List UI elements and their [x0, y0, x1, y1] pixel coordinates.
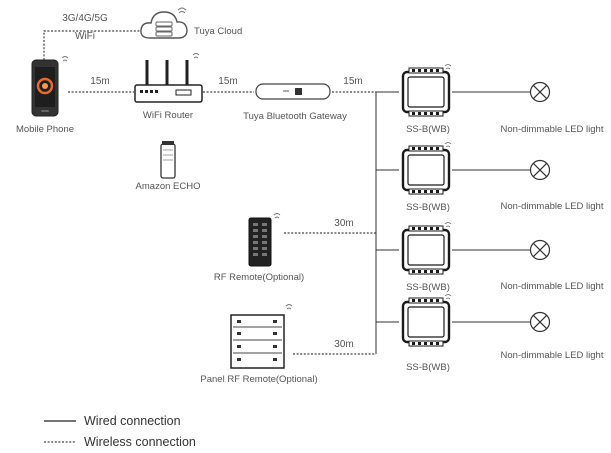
router-label: WiFi Router: [143, 110, 193, 121]
gateway-label: Tuya Bluetooth Gateway: [243, 111, 347, 122]
light-label: Non-dimmable LED light: [501, 124, 604, 135]
distance-gateway-controllers: 15m: [343, 76, 362, 87]
legend: Wired connection Wireless connection: [44, 414, 196, 449]
distance-phone-router: 15m: [90, 76, 109, 87]
distance-router-gateway: 15m: [218, 76, 237, 87]
controller-module: [401, 293, 453, 348]
led-light-icon: [529, 159, 551, 181]
distance-rf-remote: 30m: [334, 218, 353, 229]
panel-rf-remote-icon: [230, 304, 293, 369]
rf-remote-icon: [248, 213, 281, 267]
panel-remote-label: Panel RF Remote(Optional): [200, 374, 317, 385]
controller-module: [401, 141, 453, 196]
echo-label: Amazon ECHO: [136, 181, 201, 192]
controller-label: SS-B(WB): [406, 362, 450, 373]
controller-label: SS-B(WB): [406, 202, 450, 213]
controller-module: [401, 63, 453, 118]
light-label: Non-dimmable LED light: [501, 350, 604, 361]
wifi-router-icon: [134, 53, 203, 103]
wired-links: [375, 91, 530, 354]
distance-panel-remote: 30m: [334, 339, 353, 350]
amazon-echo-icon: [160, 141, 176, 179]
wireless-links: [43, 30, 376, 355]
controller-module: [401, 221, 453, 276]
legend-wired-label: Wired connection: [84, 414, 181, 428]
led-light-icon: [529, 239, 551, 261]
bluetooth-gateway-icon: [255, 83, 331, 100]
legend-wireless-label: Wireless connection: [84, 435, 196, 449]
controller-label: SS-B(WB): [406, 124, 450, 135]
light-label: Non-dimmable LED light: [501, 281, 604, 292]
cloud-label: Tuya Cloud: [194, 26, 242, 37]
phone-label: Mobile Phone: [16, 124, 74, 135]
led-light-icon: [529, 81, 551, 103]
led-light-icon: [529, 311, 551, 333]
light-label: Non-dimmable LED light: [501, 201, 604, 212]
mobile-phone-icon: [31, 56, 69, 117]
cellular-label: 3G/4G/5G: [62, 13, 108, 24]
cloud-icon: [140, 7, 188, 39]
wifi-label: WiFi: [75, 31, 95, 42]
controller-label: SS-B(WB): [406, 282, 450, 293]
rf-remote-label: RF Remote(Optional): [214, 272, 304, 283]
